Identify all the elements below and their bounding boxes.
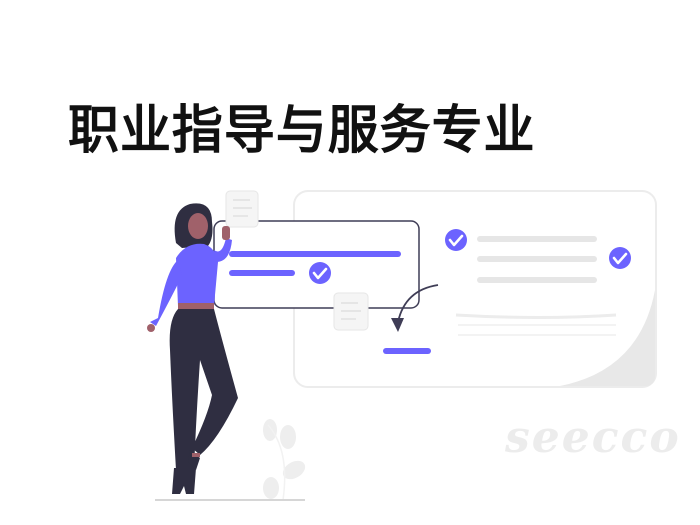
check-icon [309, 262, 331, 284]
plant-icon [263, 419, 306, 501]
check-icon [445, 229, 467, 251]
note-icon [333, 292, 369, 331]
note-icon [225, 190, 259, 228]
check-icon [609, 247, 631, 269]
woman-figure [147, 203, 238, 494]
curved-arrow-icon [391, 284, 439, 332]
watermark: seecco [505, 412, 681, 463]
page-title: 职业指导与服务专业 [68, 101, 536, 161]
front-card [213, 220, 420, 309]
